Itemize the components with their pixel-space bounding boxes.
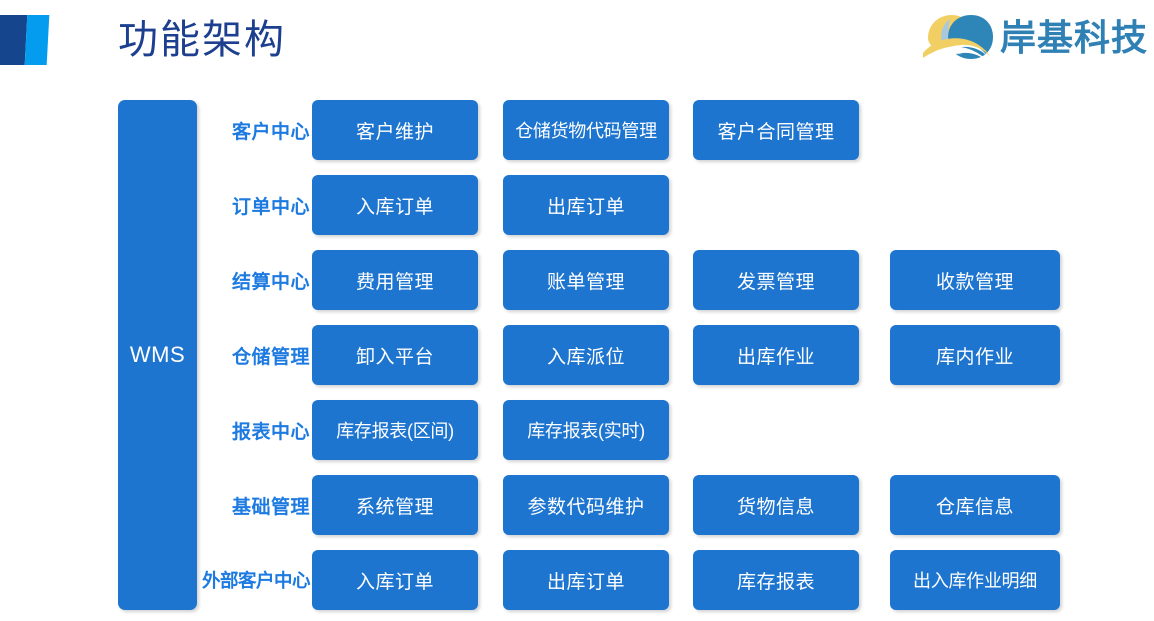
module-cell[interactable]: 收款管理 [890,250,1060,310]
accent-bar-dark [0,15,28,65]
module-cell[interactable]: 货物信息 [693,475,859,535]
wms-spine: WMS [118,100,197,610]
module-cell[interactable]: 入库订单 [312,175,478,235]
module-cell[interactable]: 入库派位 [503,325,669,385]
module-cell[interactable]: 出库订单 [503,550,669,610]
module-cell[interactable]: 客户合同管理 [693,100,859,160]
module-cell[interactable]: 参数代码维护 [503,475,669,535]
module-cell[interactable]: 发票管理 [693,250,859,310]
row-label: 客户中心 [231,121,310,143]
module-cell[interactable]: 入库订单 [312,550,478,610]
row-label: 外部客户中心 [201,570,311,591]
diagram-row-order-center: 订单中心 入库订单 出库订单 [197,175,1154,235]
page-title: 功能架构 [118,18,286,62]
row-label: 订单中心 [231,196,310,218]
wms-spine-label: WMS [129,342,186,367]
module-cell[interactable]: 费用管理 [312,250,478,310]
module-cell[interactable]: 出库订单 [503,175,669,235]
row-cells: 入库订单 出库订单 [312,175,1154,235]
diagram-row-external-customer-center: 外部客户中心 入库订单 出库订单 库存报表 出入库作业明细 [197,550,1154,610]
diagram-row-basic-management: 基础管理 系统管理 参数代码维护 货物信息 仓库信息 [197,475,1154,535]
module-cell[interactable]: 出入库作业明细 [890,550,1060,610]
module-cell[interactable]: 库存报表(实时) [503,400,669,460]
row-label: 报表中心 [231,421,310,443]
module-cell[interactable]: 仓储货物代码管理 [503,100,669,160]
module-cell[interactable]: 出库作业 [693,325,859,385]
row-cells: 卸入平台 入库派位 出库作业 库内作业 [312,325,1154,385]
diagram-row-report-center: 报表中心 库存报表(区间) 库存报表(实时) [197,400,1154,460]
accent-bar-light [24,15,50,65]
logo-text: 岸基科技 [999,17,1148,58]
diagram-row-customer-center: 客户中心 客户维护 仓储货物代码管理 客户合同管理 [197,100,1154,160]
logo-emblem-icon [922,15,993,63]
module-cell[interactable]: 客户维护 [312,100,478,160]
diagram-row-settlement-center: 结算中心 费用管理 账单管理 发票管理 收款管理 [197,250,1154,310]
module-cell[interactable]: 账单管理 [503,250,669,310]
module-cell[interactable]: 卸入平台 [312,325,478,385]
function-architecture-diagram: WMS 客户中心 客户维护 仓储货物代码管理 客户合同管理 订单中心 入库订单 … [0,86,1154,621]
row-cells: 客户维护 仓储货物代码管理 客户合同管理 [312,100,1154,160]
row-cells: 费用管理 账单管理 发票管理 收款管理 [312,250,1154,310]
module-cell[interactable]: 库存报表(区间) [312,400,478,460]
module-cell[interactable]: 库存报表 [693,550,859,610]
header-accent-mark [0,15,52,65]
row-cells: 库存报表(区间) 库存报表(实时) [312,400,1154,460]
module-cell[interactable]: 系统管理 [312,475,478,535]
row-label: 结算中心 [231,271,310,293]
module-cell[interactable]: 仓库信息 [890,475,1060,535]
diagram-row-warehouse-management: 仓储管理 卸入平台 入库派位 出库作业 库内作业 [197,325,1154,385]
page-header: 功能架构 岸基科技 [0,0,1154,86]
row-cells: 系统管理 参数代码维护 货物信息 仓库信息 [312,475,1154,535]
row-cells: 入库订单 出库订单 库存报表 出入库作业明细 [312,550,1154,610]
row-label: 仓储管理 [231,346,310,368]
row-label: 基础管理 [231,496,310,518]
module-cell[interactable]: 库内作业 [890,325,1060,385]
company-logo: 岸基科技 [922,9,1148,67]
